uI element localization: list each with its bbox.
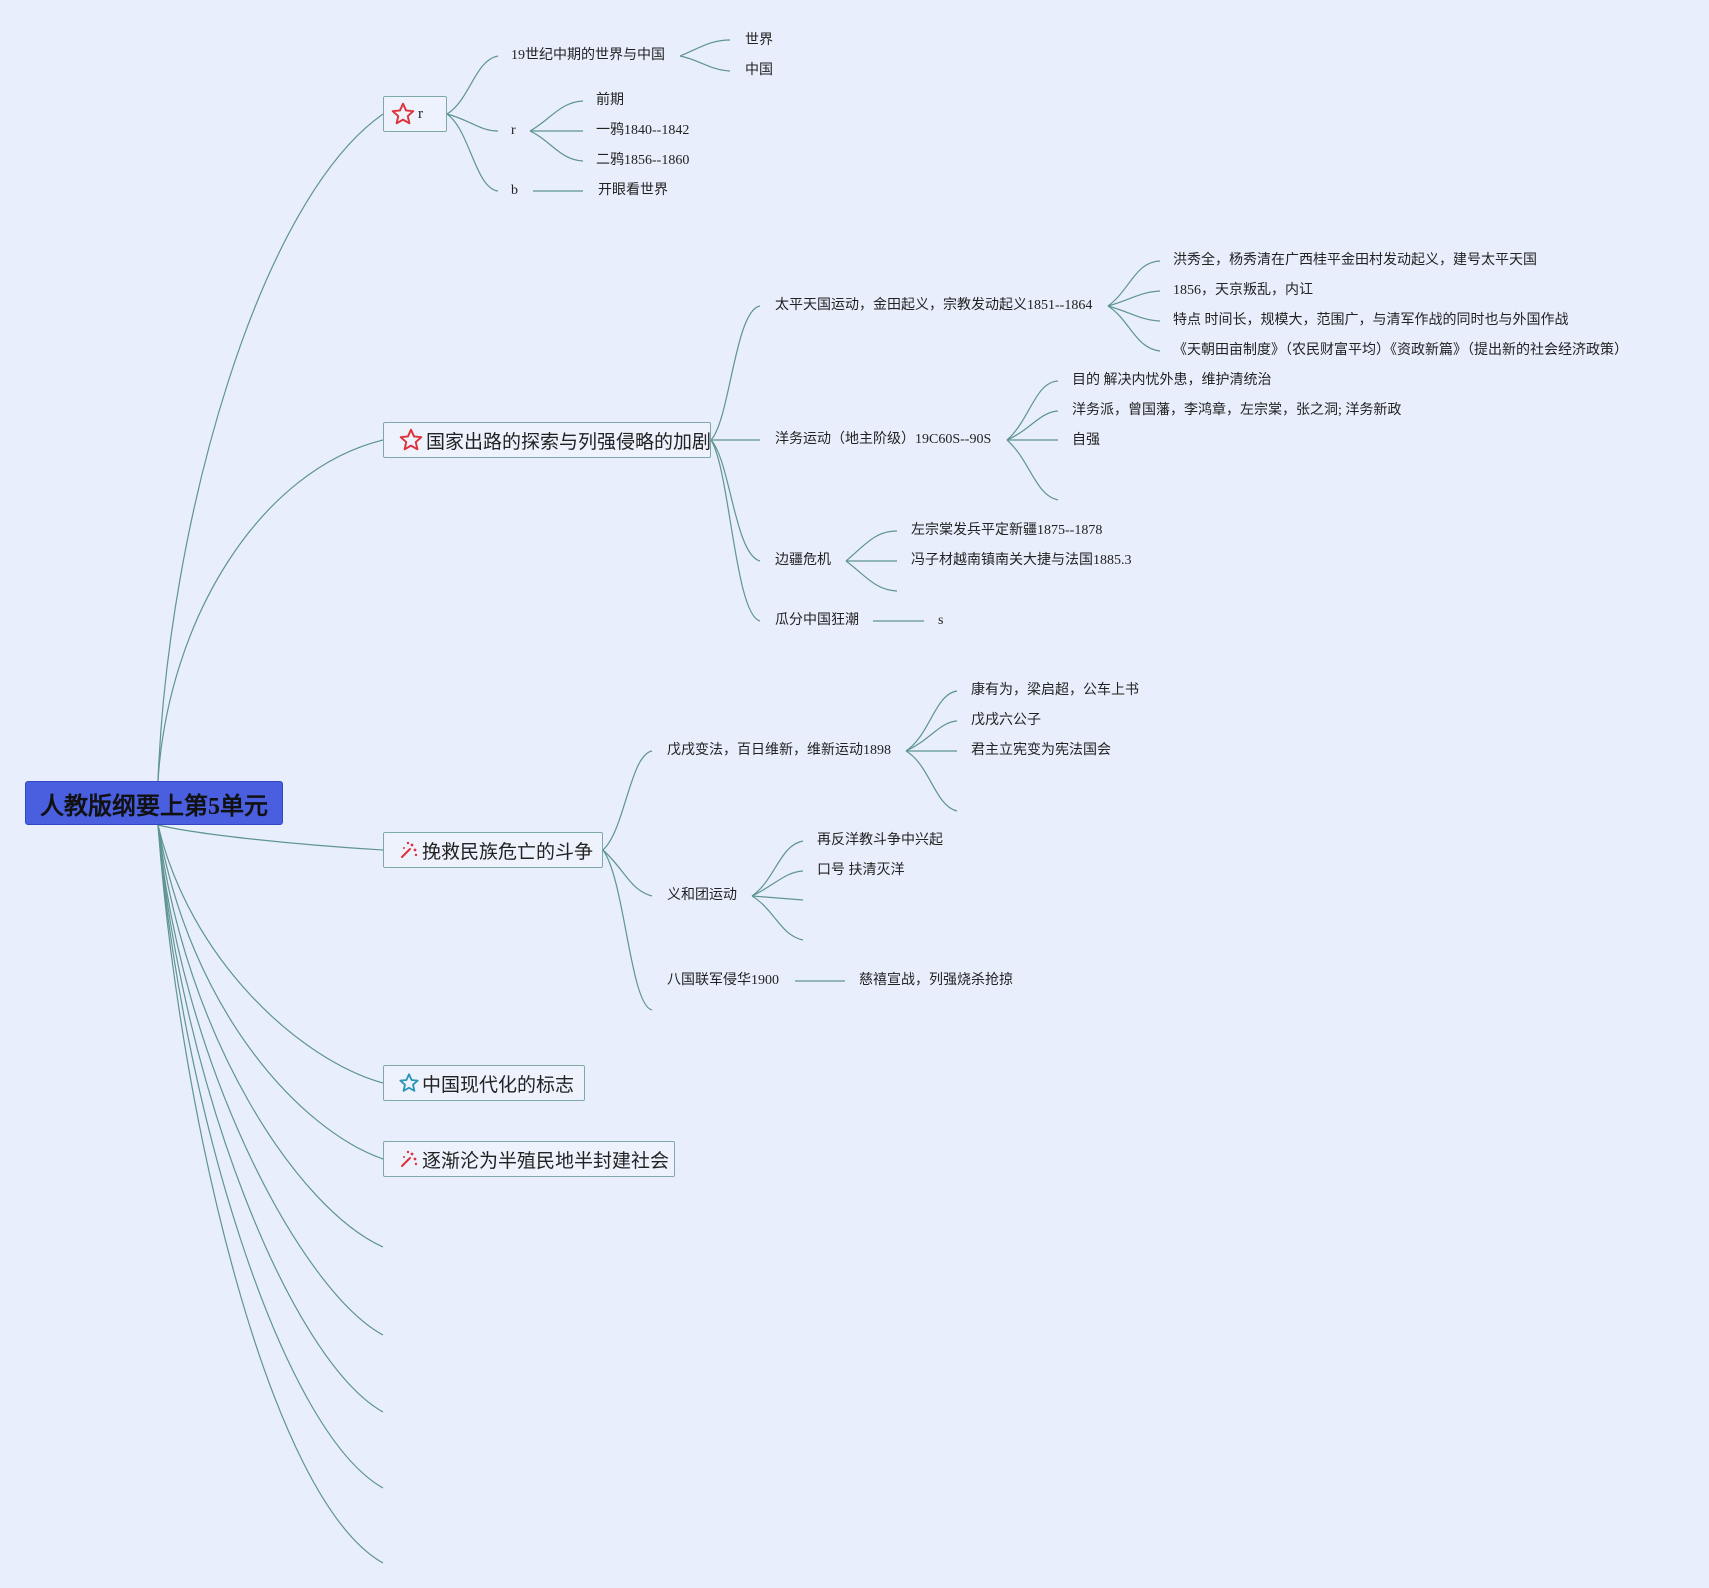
node-eight-nation-1[interactable]: 慈禧宣战，列强烧杀抢掠 xyxy=(859,973,1013,988)
node-boxer[interactable]: 义和团运动 xyxy=(667,888,737,903)
root-label: 人教版纲要上第5单元 xyxy=(40,793,268,820)
node-partition[interactable]: 瓜分中国狂潮 xyxy=(775,613,859,628)
branch-label: r xyxy=(418,105,423,122)
fireworks-icon xyxy=(398,837,420,863)
red-star-icon xyxy=(390,101,416,127)
node-taiping-1[interactable]: 洪秀全，杨秀清在广西桂平金田村发动起义，建号太平天国 xyxy=(1173,253,1537,268)
node-partition-s[interactable]: s xyxy=(938,613,944,628)
node-b[interactable]: b xyxy=(511,183,518,198)
node-reform-2[interactable]: 戊戌六公子 xyxy=(971,713,1041,728)
node-reform-1898[interactable]: 戊戌变法，百日维新，维新运动1898 xyxy=(667,743,891,758)
branch-label: 挽救民族危亡的斗争 xyxy=(422,841,594,863)
fireworks-icon xyxy=(398,1146,420,1172)
node-early-period[interactable]: 前期 xyxy=(596,93,624,108)
node-westernization-3[interactable]: 自强 xyxy=(1072,433,1100,448)
branch-node-national-exploration[interactable]: 国家出路的探索与列强侵略的加剧 xyxy=(383,422,711,458)
node-first-opium-war[interactable]: 一鸦1840--1842 xyxy=(596,123,690,138)
node-taiping-3[interactable]: 特点 时间长，规模大，范围广，与清军作战的同时也与外国作战 xyxy=(1173,313,1569,328)
node-boxer-2[interactable]: 口号 扶清灭洋 xyxy=(817,863,905,878)
node-eight-nation[interactable]: 八国联军侵华1900 xyxy=(667,973,779,988)
node-china[interactable]: 中国 xyxy=(745,63,773,78)
red-star-icon xyxy=(398,427,424,453)
node-second-opium-war[interactable]: 二鸦1856--1860 xyxy=(596,153,690,168)
node-westernization-1[interactable]: 目的 解决内忧外患，维护清统治 xyxy=(1072,373,1272,388)
node-taiping[interactable]: 太平天国运动，金田起义，宗教发动起义1851--1864 xyxy=(775,298,1093,313)
branch-node-save-nation[interactable]: 挽救民族危亡的斗争 xyxy=(383,832,603,868)
node-frontier-2[interactable]: 冯子材越南镇南关大捷与法国1885.3 xyxy=(911,553,1132,568)
node-frontier-crisis[interactable]: 边疆危机 xyxy=(775,553,831,568)
node-19c-world-china[interactable]: 19世纪中期的世界与中国 xyxy=(511,48,665,63)
node-frontier-1[interactable]: 左宗棠发兵平定新疆1875--1878 xyxy=(911,523,1103,538)
node-westernization-2[interactable]: 洋务派，曾国藩，李鸿章，左宗棠，张之洞; 洋务新政 xyxy=(1072,403,1402,418)
node-open-eyes[interactable]: 开眼看世界 xyxy=(598,183,668,198)
node-world[interactable]: 世界 xyxy=(745,33,773,48)
blue-star-icon xyxy=(398,1070,420,1096)
node-boxer-1[interactable]: 再反洋教斗争中兴起 xyxy=(817,833,943,848)
branch-node-semi-colonial[interactable]: 逐渐沦为半殖民地半封建社会 xyxy=(383,1141,675,1177)
node-taiping-4[interactable]: 《天朝田亩制度》（农民财富平均）《资政新篇》（提出新的社会经济政策） xyxy=(1173,343,1628,358)
branch-label: 逐渐沦为半殖民地半封建社会 xyxy=(422,1150,670,1172)
node-reform-3[interactable]: 君主立宪变为宪法国会 xyxy=(971,743,1111,758)
node-r[interactable]: r xyxy=(511,123,516,138)
branch-label: 中国现代化的标志 xyxy=(422,1074,575,1096)
node-reform-1[interactable]: 康有为，梁启超，公车上书 xyxy=(971,683,1139,698)
branch-node-modernization[interactable]: 中国现代化的标志 xyxy=(383,1065,585,1101)
node-westernization[interactable]: 洋务运动（地主阶级）19C60S--90S xyxy=(775,432,992,447)
branch-label: 国家出路的探索与列强侵略的加剧 xyxy=(426,431,712,453)
root-node[interactable]: 人教版纲要上第5单元 xyxy=(25,781,283,825)
branch-node-r[interactable]: r xyxy=(383,96,447,132)
node-taiping-2[interactable]: 1856，天京叛乱，内讧 xyxy=(1173,283,1313,298)
